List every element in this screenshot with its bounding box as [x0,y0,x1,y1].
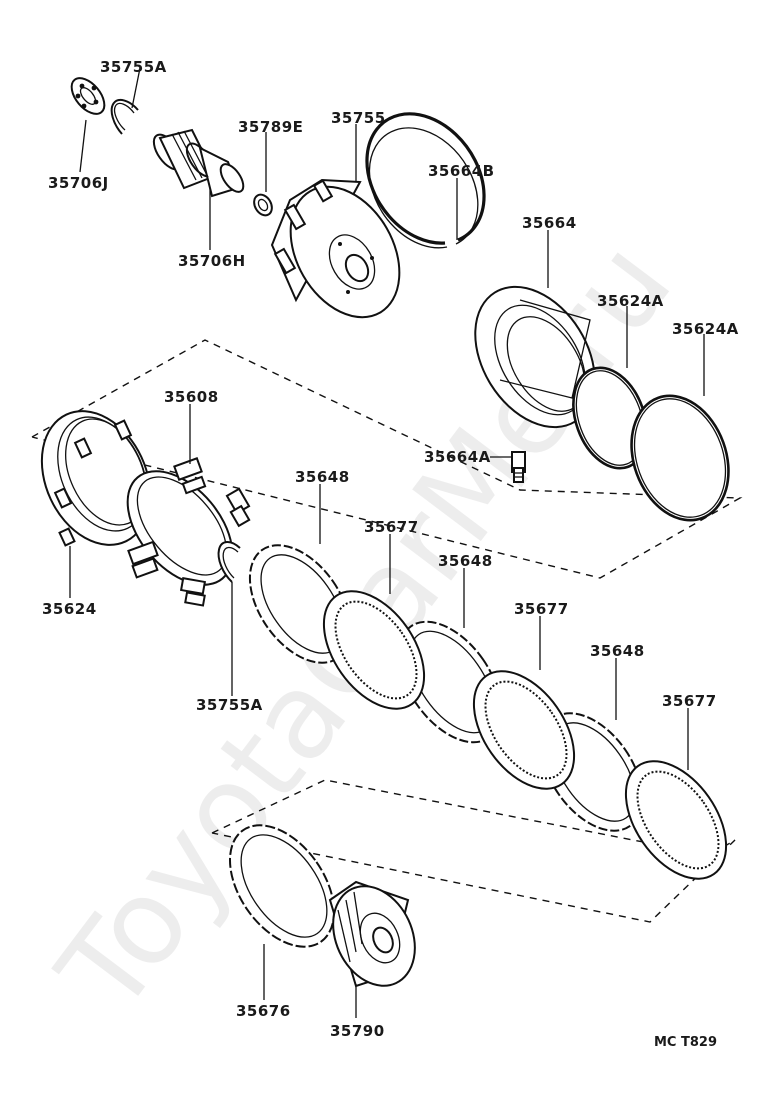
dashed-group-outline-lower [211,779,736,923]
spring-pack-4 [179,577,207,607]
part-35790-clutch-hub [328,880,416,988]
part-35706H-shaft [152,128,245,198]
label-35789E: 35789E [238,118,303,136]
spring-pack-1 [173,457,207,495]
label-35706J: 35706J [48,174,109,192]
label-35648-1: 35648 [295,468,350,486]
label-35706H: 35706H [178,252,246,270]
part-35789E-washer [253,193,273,217]
label-35608: 35608 [164,388,219,406]
figure-code: MC T829 [654,1035,717,1050]
label-35648-3: 35648 [590,642,645,660]
leader-lines [69,67,705,1018]
part-35677-clutch-disc-3 [624,760,728,880]
part-35624A-o-ring-1 [572,366,648,470]
spring-pack-3 [127,540,159,579]
label-35790: 35790 [330,1022,385,1040]
part-35706J-thrust-bearing [70,77,106,115]
label-35755: 35755 [331,109,386,127]
part-35677-clutch-disc-1 [322,590,426,710]
part-35676-clutch-flange [228,824,336,948]
label-35755A-top: 35755A [100,58,167,76]
label-35677-2: 35677 [514,600,569,618]
label-35755A-mid: 35755A [196,696,263,714]
label-35624: 35624 [42,600,97,618]
label-35664B: 35664B [428,162,495,180]
part-35755A-snap-ring-mid [217,541,241,583]
label-35677-3: 35677 [662,692,717,710]
spring-pack-2 [225,487,251,528]
label-35676: 35676 [236,1002,291,1020]
part-35755A-snap-ring-top [110,98,139,135]
label-35664A: 35664A [424,448,491,466]
part-35664A-bolt [511,451,526,483]
part-35677-clutch-disc-2 [472,670,576,790]
label-35624A-2: 35624A [672,320,739,338]
part-35664B-snap-ring [365,112,486,249]
part-35755-clutch-drum [270,178,401,319]
label-35648-2: 35648 [438,552,493,570]
label-35677-1: 35677 [364,518,419,536]
part-35608-spring-retainer [126,457,251,607]
label-35624A-1: 35624A [597,292,664,310]
part-35624A-o-ring-2 [630,394,730,522]
part-35624-reaction-ring [40,410,152,547]
label-35664: 35664 [522,214,577,232]
part-labels: 35755A 35706J 35789E 35755 35706H 35664B… [42,58,739,1050]
